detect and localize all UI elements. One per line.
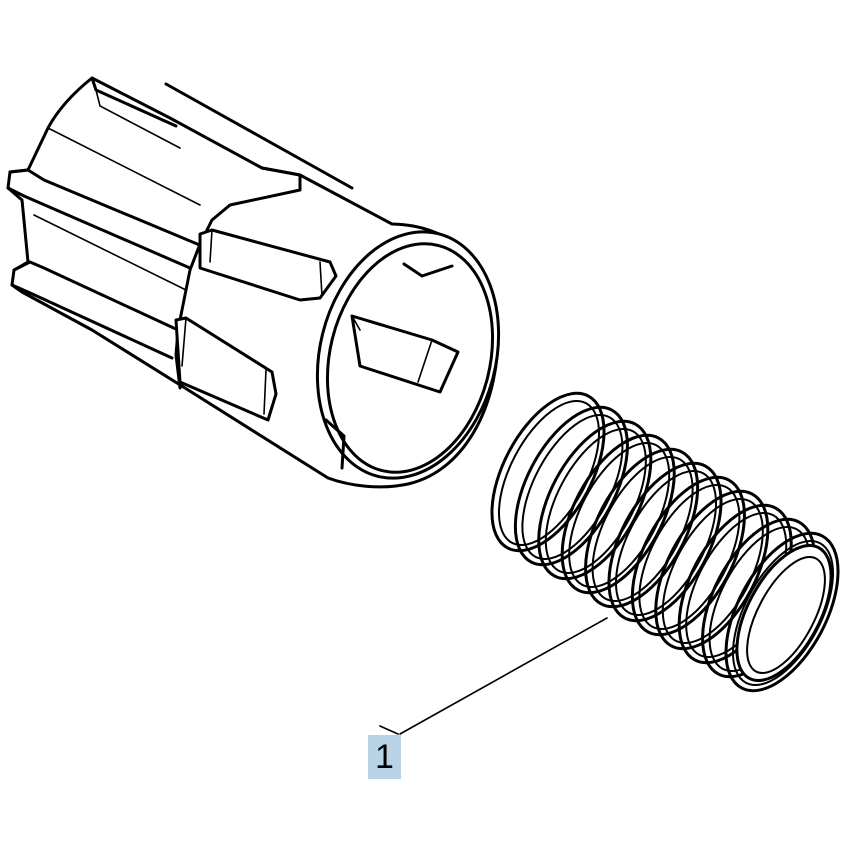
- spring-coil-outer: [537, 419, 653, 581]
- sleeve-opening-inner: [325, 242, 495, 474]
- spring-coil-outer: [513, 405, 629, 567]
- spring-end-coil-inner: [746, 555, 826, 675]
- sleeve-top-rail-edge: [95, 89, 181, 149]
- spring-coil-outer: [724, 531, 840, 693]
- spring-coil-outer: [607, 461, 723, 623]
- spring-coil-outer: [654, 489, 770, 651]
- spring-coil-outer: [490, 391, 606, 553]
- spring-coil-inner: [497, 400, 601, 546]
- sleeve-left-tab-lower-edge: [10, 283, 174, 360]
- callout-leader-line: [399, 617, 608, 735]
- spring-end-coil: [735, 544, 833, 682]
- sleeve-left-tab-upper: [8, 168, 204, 248]
- sleeve-rib-lower-edge: [181, 317, 267, 415]
- sleeve-internal-key-edge: [351, 315, 433, 383]
- spring-coil-outer: [630, 475, 746, 637]
- spring-coil-inner: [661, 498, 764, 644]
- spring-coil-outer: [560, 433, 676, 595]
- sleeve-left-tab-lower: [12, 260, 180, 332]
- spring-coil-inner: [568, 442, 671, 588]
- spring-coil-inner: [521, 414, 624, 560]
- spring-coil-inner: [591, 456, 694, 602]
- sleeve-internal-key: [350, 314, 460, 394]
- callout-leader-tick: [379, 725, 399, 735]
- sleeve-inner-groove-bottom: [324, 418, 346, 470]
- sleeve-inner-groove-top: [402, 262, 454, 278]
- spring-coil-outer: [584, 447, 700, 609]
- sleeve-top-rail-back: [164, 82, 354, 190]
- callout-label-1[interactable]: 1: [368, 735, 401, 779]
- sleeve-part: [6, 76, 501, 489]
- sleeve-left-tab-upper-edge: [6, 186, 192, 270]
- coil-spring-part: [490, 391, 840, 693]
- spring-coil-inner: [544, 428, 647, 574]
- sleeve-body-line-2: [33, 214, 187, 291]
- sleeve-body-line-1: [47, 127, 201, 206]
- sleeve-rib-upper: [198, 228, 338, 302]
- sleeve-rib-upper-edge: [209, 229, 323, 297]
- spring-coil-inner: [638, 484, 741, 630]
- spring-coil-inner: [614, 470, 718, 616]
